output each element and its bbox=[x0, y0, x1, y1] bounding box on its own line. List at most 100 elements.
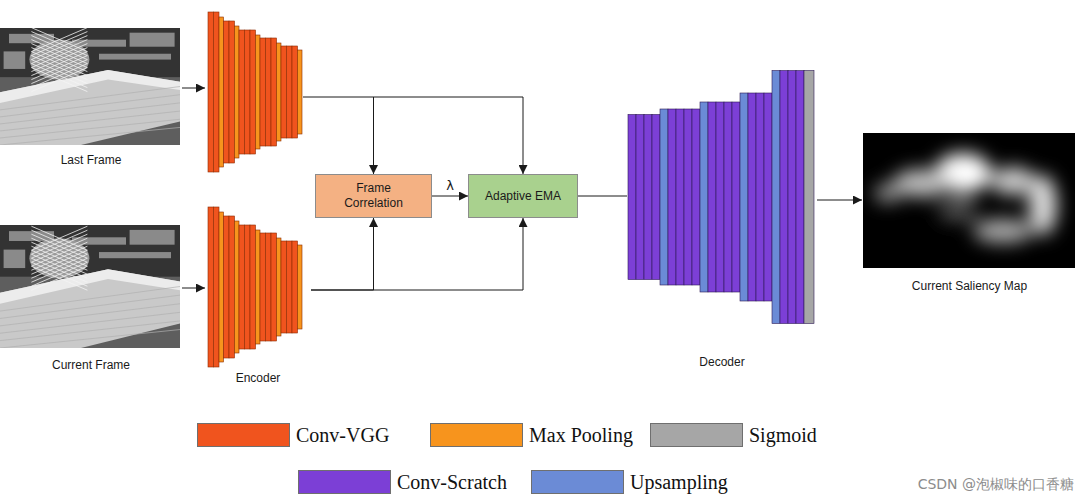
wood-grain bbox=[0, 111, 180, 131]
layer-bar bbox=[292, 241, 298, 333]
connector bbox=[311, 218, 374, 290]
wood-grain bbox=[0, 127, 180, 145]
layer-bar bbox=[229, 216, 235, 358]
net bbox=[31, 266, 87, 290]
legend-item: Conv-VGG bbox=[197, 423, 389, 447]
layer-bar bbox=[250, 225, 256, 349]
layer-bar bbox=[260, 233, 266, 341]
layer-bar bbox=[260, 38, 266, 146]
frame-machinery bbox=[0, 28, 180, 77]
layer-bar bbox=[298, 50, 303, 134]
layer-bar bbox=[668, 109, 676, 285]
box-text: Adaptive EMA bbox=[485, 189, 561, 204]
layer-bar bbox=[277, 43, 282, 141]
layer-bar bbox=[281, 46, 287, 138]
saliency-map: Current Saliency Map bbox=[862, 132, 1077, 294]
connector bbox=[182, 288, 205, 289]
legend-item: Sigmoid bbox=[650, 423, 817, 447]
frame-machinery bbox=[0, 225, 180, 277]
legend-text: Conv-Scratch bbox=[397, 470, 507, 494]
map-caption: Current Saliency Map bbox=[912, 279, 1027, 294]
layer-bar bbox=[772, 71, 780, 324]
layer-bar bbox=[271, 233, 277, 341]
net bbox=[31, 262, 87, 286]
frame-caption: Last Frame bbox=[61, 153, 122, 168]
legend-text: Conv-VGG bbox=[296, 423, 389, 447]
layer-bar bbox=[700, 102, 708, 292]
layer-bar bbox=[224, 21, 230, 163]
watermark: CSDN @泡椒味的口香糖 bbox=[918, 476, 1074, 493]
layer-bar bbox=[287, 241, 293, 333]
layer-bar bbox=[235, 26, 240, 158]
layer-bar bbox=[732, 102, 740, 292]
legend-swatch bbox=[430, 423, 523, 447]
layer-bar bbox=[208, 12, 214, 172]
layer-bar bbox=[256, 35, 261, 149]
legend-swatch bbox=[650, 423, 743, 447]
layer-bar bbox=[740, 93, 748, 301]
legend-text: Upsampling bbox=[630, 470, 728, 494]
saliency-blob bbox=[973, 219, 1033, 243]
frame-machinery bbox=[99, 54, 171, 60]
net bbox=[31, 68, 87, 92]
net bbox=[31, 266, 87, 290]
layer-bar bbox=[219, 17, 224, 167]
wooden-beam bbox=[0, 70, 180, 145]
layer-bar bbox=[796, 71, 804, 324]
frame-picture bbox=[0, 28, 180, 145]
frame-machinery bbox=[4, 250, 26, 268]
net bbox=[29, 238, 89, 278]
frame-picture bbox=[0, 28, 180, 145]
layer-bar bbox=[676, 109, 684, 285]
layer-bar bbox=[716, 102, 724, 292]
encoder-block: Encoder bbox=[205, 200, 311, 386]
net bbox=[31, 28, 87, 52]
layer-bar bbox=[245, 30, 251, 154]
layer-bar bbox=[245, 225, 251, 349]
wood-grain bbox=[0, 119, 180, 138]
legend-swatch bbox=[531, 470, 624, 494]
layer-bar bbox=[804, 71, 814, 324]
saliency-blob bbox=[938, 201, 978, 221]
frame-caption: Current Frame bbox=[52, 358, 130, 373]
layer-bar bbox=[219, 212, 224, 362]
connector bbox=[578, 196, 627, 197]
layer-bar bbox=[214, 207, 220, 367]
frame-machinery bbox=[130, 230, 175, 245]
frame-machinery bbox=[4, 51, 26, 69]
legend-item: Max Pooling bbox=[430, 423, 633, 447]
layer-bar bbox=[266, 233, 272, 341]
box-text: Frame Correlation bbox=[334, 181, 414, 211]
layer-bar bbox=[271, 38, 277, 146]
layer-bar bbox=[724, 102, 732, 292]
layer-bar bbox=[660, 109, 668, 285]
layer-bar bbox=[636, 115, 644, 280]
layer-bar bbox=[277, 238, 282, 336]
process-box: Frame Correlation bbox=[315, 174, 432, 218]
layer-bar bbox=[748, 93, 756, 301]
feature-wire bbox=[303, 97, 523, 174]
input-frame: Current Frame bbox=[0, 225, 182, 373]
net bbox=[31, 64, 87, 88]
layer-bar bbox=[266, 38, 272, 146]
layer-bar bbox=[708, 102, 716, 292]
layer-bar bbox=[287, 46, 293, 138]
layer-bar bbox=[788, 71, 796, 324]
layer-bar bbox=[764, 93, 772, 301]
frame-picture bbox=[0, 225, 180, 348]
legend-item: Upsampling bbox=[531, 470, 728, 494]
encoder-stack bbox=[208, 12, 302, 172]
net bbox=[31, 28, 87, 52]
process-box: Adaptive EMA bbox=[468, 174, 578, 218]
connector bbox=[311, 218, 523, 290]
layer-bar bbox=[208, 207, 214, 367]
connector bbox=[817, 200, 862, 201]
saliency-background bbox=[863, 133, 1075, 268]
layer-bar bbox=[628, 115, 636, 280]
layer-bar bbox=[235, 221, 240, 353]
saliency-blob bbox=[893, 169, 953, 197]
